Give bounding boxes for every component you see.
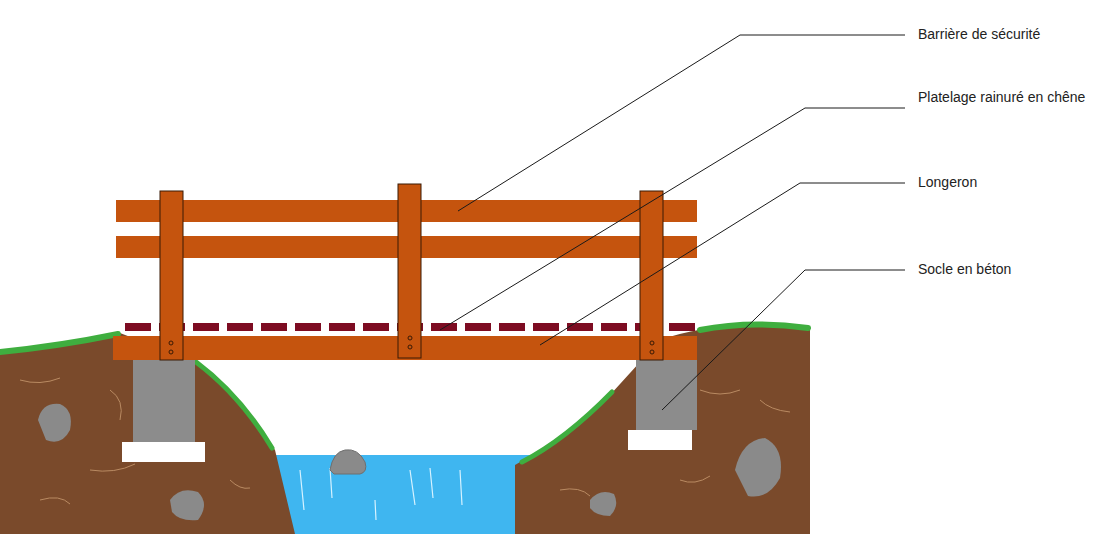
bank-rock xyxy=(590,492,616,516)
part-label: Barrière de sécurité xyxy=(916,25,1042,44)
bank-rock xyxy=(735,438,781,497)
river-rock xyxy=(330,450,366,474)
grass xyxy=(522,392,612,462)
river xyxy=(270,455,530,534)
grass xyxy=(196,362,272,448)
deck-plank xyxy=(261,323,287,331)
water-ripples xyxy=(300,468,462,520)
deck-plank xyxy=(465,323,491,331)
deck-plank xyxy=(193,323,219,331)
leader-lines xyxy=(440,35,905,410)
concrete-base xyxy=(133,360,195,442)
bolts xyxy=(169,336,654,354)
bank-rock xyxy=(170,490,204,520)
deck-plank xyxy=(567,323,593,331)
left-bank xyxy=(0,333,295,534)
railing-post xyxy=(398,184,421,358)
deck-plank xyxy=(363,323,389,331)
concrete-base xyxy=(636,360,697,430)
part-label: Longeron xyxy=(916,173,979,192)
railing-post xyxy=(160,191,183,360)
bank-rock xyxy=(38,404,71,442)
deck-plank xyxy=(533,323,559,331)
deck-plank xyxy=(125,323,151,331)
grass xyxy=(0,334,118,352)
part-label: Platelage rainuré en chêne xyxy=(916,88,1087,107)
base-footing xyxy=(122,442,205,462)
deck-plank xyxy=(601,323,627,331)
deck-plank xyxy=(499,323,525,331)
base-footing xyxy=(628,430,692,450)
deck-plank xyxy=(227,323,253,331)
deck-plank xyxy=(295,323,321,331)
grass xyxy=(700,324,808,330)
part-label: Socle en béton xyxy=(916,260,1013,279)
deck-plank xyxy=(669,323,695,331)
deck-plank xyxy=(329,323,355,331)
